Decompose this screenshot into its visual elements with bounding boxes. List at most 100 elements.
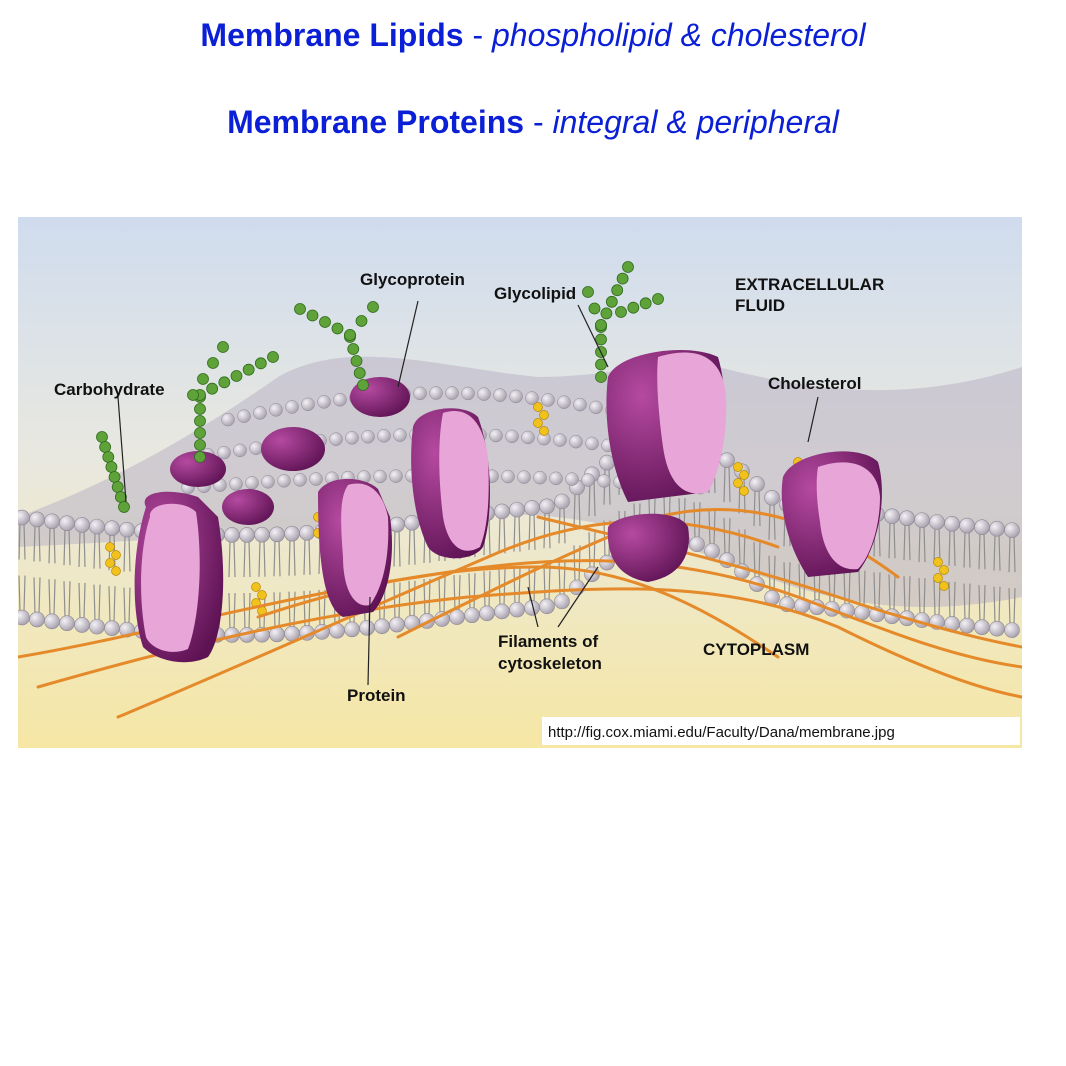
lipid-head [569, 434, 583, 449]
phospholipid-pair [974, 519, 990, 636]
lipid-head [245, 476, 259, 490]
lipid-head [249, 441, 263, 455]
lipid-head [253, 406, 267, 420]
lipid-head [525, 391, 539, 405]
lipid-head [489, 428, 503, 443]
lipid-head [269, 403, 283, 417]
lipid-head [429, 386, 443, 400]
heading-proteins-detail: integral & peripheral [552, 104, 839, 140]
lipid-head [277, 474, 291, 488]
peripheral-protein-4 [222, 489, 274, 525]
cholesterol-molecule [105, 542, 121, 576]
lipid-head [301, 397, 315, 412]
lipid-head [333, 392, 347, 407]
lipid-head [565, 472, 579, 486]
cholesterol-molecule [533, 402, 549, 436]
phospholipid-pair [44, 513, 60, 630]
peripheral-protein-2 [261, 427, 325, 471]
label-glycolipid: Glycolipid [494, 284, 576, 303]
membrane-illustration: Glycoprotein Glycolipid EXTRACELLULAR FL… [18, 217, 1022, 748]
phospholipid-pair [74, 517, 90, 633]
protein-1 [134, 491, 224, 663]
phospholipid-pair [929, 514, 945, 630]
glycolipid-chain [582, 261, 664, 383]
lipid-head [293, 473, 307, 487]
cholesterol-molecule [933, 557, 949, 591]
lipid-head [541, 393, 555, 407]
heading-lipids-sep: - [463, 17, 492, 53]
cholesterol-molecule [733, 462, 749, 496]
lipid-head [393, 428, 407, 442]
lipid-head [509, 389, 523, 404]
lipid-head [389, 469, 403, 483]
protein-5 [781, 451, 882, 577]
label-filaments-line2: cytoskeleton [498, 654, 602, 673]
phospholipid-pair [764, 489, 780, 606]
filament [36, 587, 1022, 699]
label-glycoprotein: Glycoprotein [360, 270, 465, 289]
heading-proteins: Membrane Proteins - integral & periphera… [0, 102, 1066, 142]
protein-3 [411, 408, 490, 559]
lipid-head [285, 400, 299, 414]
heading-lipids: Membrane Lipids - phospholipid & cholest… [0, 15, 1066, 55]
phospholipid-pair [89, 518, 105, 635]
phospholipid-pair [254, 526, 270, 643]
phospholipid-pair [59, 515, 75, 631]
heading-proteins-term: Membrane Proteins [227, 104, 525, 140]
phospholipid-pair [494, 503, 510, 620]
protein-4 [606, 349, 727, 582]
lipid-head [461, 386, 475, 401]
heading-proteins-sep: - [524, 104, 553, 140]
phospholipid-pair [884, 508, 900, 625]
lipid-head [329, 432, 343, 446]
carbohydrate-chain [96, 431, 130, 513]
source-url-box [542, 717, 1020, 745]
lipid-head [237, 409, 251, 423]
heading-lipids-detail: phospholipid & cholesterol [492, 17, 866, 53]
lipid-head [557, 395, 571, 409]
lipid-head [445, 386, 459, 400]
lipid-head [521, 430, 535, 445]
lipid-head [505, 429, 519, 444]
carbohydrate-chains [96, 261, 664, 513]
lipid-head [581, 473, 595, 487]
label-filaments-line1: Filaments of [498, 632, 598, 651]
phospholipid-pair [959, 517, 975, 634]
label-extracellular-line2: FLUID [735, 296, 785, 315]
lipid-head [221, 412, 235, 427]
phospholipid-pair [104, 520, 120, 636]
lipid-head [345, 431, 359, 445]
lipid-head [549, 471, 563, 486]
lipid-head [573, 397, 587, 412]
lipid-head [589, 400, 603, 415]
glycoprotein-chain-left [187, 341, 279, 463]
label-extracellular-line1: EXTRACELLULAR [735, 275, 884, 294]
label-protein: Protein [347, 686, 406, 705]
lipid-head [377, 429, 391, 443]
label-carbohydrate: Carbohydrate [54, 380, 165, 399]
lipid-head [309, 472, 323, 486]
leader-lines [117, 300, 819, 686]
lipid-head [229, 477, 243, 491]
lipid-head [597, 474, 611, 488]
lipid-head [261, 475, 275, 489]
lipid-head [493, 388, 507, 402]
lipid-head [553, 433, 567, 447]
lipid-head [517, 470, 531, 484]
lipid-head [361, 429, 375, 444]
lipid-head [233, 443, 247, 458]
lipid-head [317, 395, 331, 409]
lipid-head [373, 469, 387, 484]
lipid-head [533, 470, 547, 485]
lipid-head [413, 386, 427, 401]
glycoprotein-chain-right [294, 301, 379, 391]
lipid-head [217, 445, 231, 460]
label-cytoplasm: CYTOPLASM [703, 640, 809, 659]
source-url: http://fig.cox.miami.edu/Faculty/Dana/me… [548, 724, 895, 741]
phospholipid-pair [269, 526, 285, 643]
lipid-head [501, 469, 515, 484]
heading-lipids-term: Membrane Lipids [200, 17, 464, 53]
label-cholesterol: Cholesterol [768, 374, 862, 393]
lipid-head [585, 436, 599, 451]
protein-2 [318, 478, 393, 617]
